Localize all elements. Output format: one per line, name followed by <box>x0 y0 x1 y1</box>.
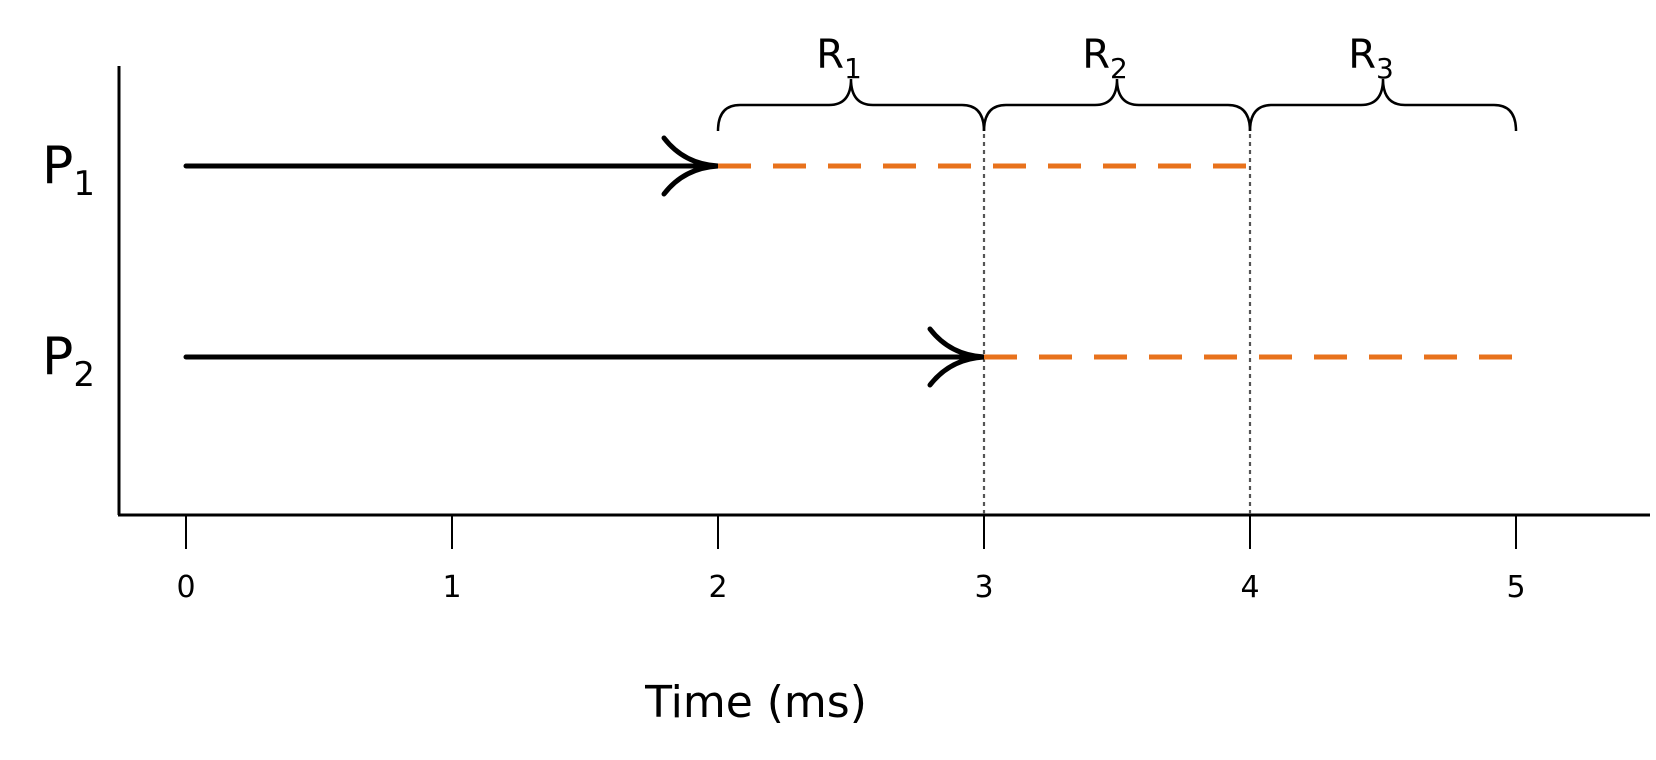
brace-shape <box>716 78 986 132</box>
process-label-subscript: 1 <box>73 164 95 204</box>
x-axis-title: Time (ms) <box>644 677 867 728</box>
process-row: P1 <box>42 135 1250 204</box>
x-tick-label: 2 <box>708 570 727 605</box>
brace-shape <box>982 78 1252 132</box>
round-label-subscript: 1 <box>844 52 862 85</box>
round-label-name: R <box>1082 32 1110 78</box>
brace-shape <box>1248 78 1518 132</box>
process-label-name: P <box>42 136 73 196</box>
x-tick-label: 3 <box>974 570 993 605</box>
process-label-subscript: 2 <box>73 355 95 395</box>
x-tick-label: 5 <box>1506 570 1525 605</box>
process-row: P2 <box>42 326 1516 395</box>
arrowhead-icon <box>661 135 721 197</box>
round-boundaries <box>982 126 1252 515</box>
round-label-subscript: 2 <box>1110 52 1128 85</box>
round-brace: R2 <box>982 32 1252 132</box>
round-brace: R1 <box>716 32 986 132</box>
arrowhead-icon <box>927 326 987 388</box>
round-label-name: R <box>1348 32 1376 78</box>
round-brace: R3 <box>1248 32 1518 132</box>
round-label-subscript: 3 <box>1376 52 1394 85</box>
round-label: R2 <box>1082 32 1128 85</box>
axes <box>117 66 1650 517</box>
round-label: R1 <box>816 32 862 85</box>
process-label: P1 <box>42 136 95 204</box>
round-label-name: R <box>816 32 844 78</box>
x-axis-ticks: 0 1 2 3 4 5 <box>176 515 1526 605</box>
x-tick-label: 0 <box>176 570 195 605</box>
x-tick-label: 1 <box>442 570 461 605</box>
x-tick-label: 4 <box>1240 570 1259 605</box>
process-label: P2 <box>42 327 95 395</box>
round-label: R3 <box>1348 32 1394 85</box>
process-label-name: P <box>42 327 73 387</box>
